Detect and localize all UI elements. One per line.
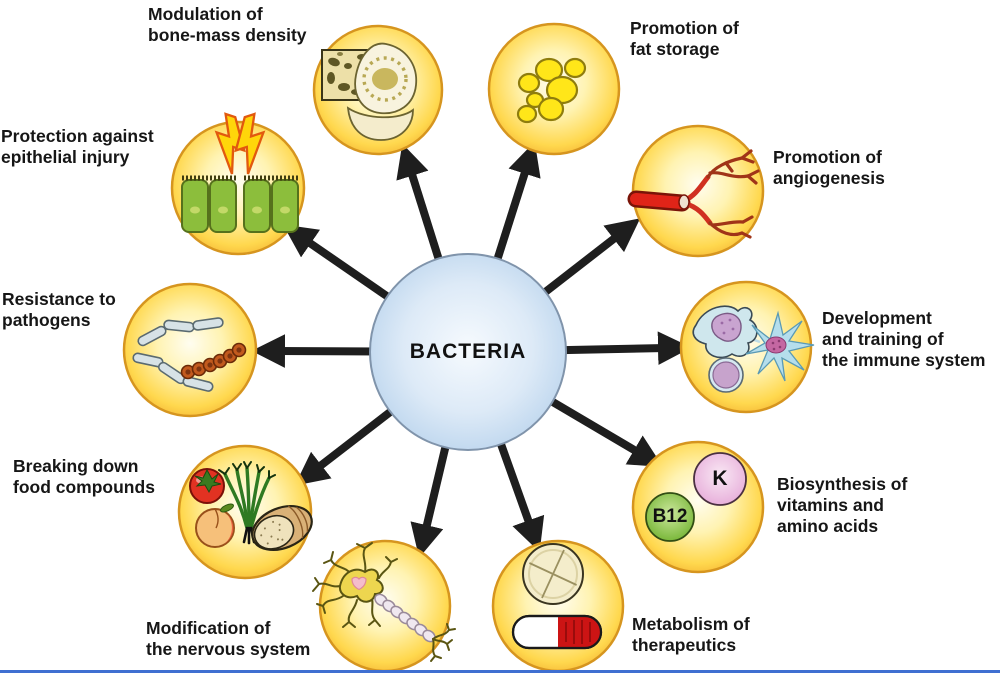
immune-cells-icon: [692, 305, 815, 393]
label-therapeutics: Metabolism of therapeutics: [632, 614, 750, 655]
food-icon: [189, 461, 313, 551]
label-fat: Promotion of fat storage: [630, 18, 739, 59]
label-epithelial: Protection against epithelial injury: [1, 126, 154, 167]
label-pathogens: Resistance to pathogens: [2, 289, 116, 330]
blood-vessel-icon: [627, 149, 760, 239]
label-food: Breaking down food compounds: [13, 456, 155, 497]
bacteria-center-circle: [369, 253, 567, 451]
vitamin-badges-icon: [645, 452, 747, 542]
pills-icon: [511, 543, 603, 650]
vitamin-b12-badge-label: B12: [652, 506, 688, 527]
neuron-icon: [312, 542, 456, 662]
node-circle-fat: [487, 22, 621, 156]
label-angiogenesis: Promotion of angiogenesis: [773, 147, 885, 188]
vitamin-k-badge-label: K: [712, 467, 728, 490]
node-circle-bone: [312, 24, 444, 156]
node-circle-nervous: [312, 539, 456, 673]
label-bone: Modulation of bone-mass density: [148, 4, 307, 45]
epithelial-cells-icon: [181, 112, 299, 233]
bottom-border-line: [0, 670, 1000, 673]
label-vitamins: Biosynthesis of vitamins and amino acids: [777, 474, 908, 536]
node-circle-epithelial: [170, 112, 306, 256]
bacteria-label: BACTERIA: [409, 340, 527, 363]
bone-icon: [321, 42, 418, 141]
node-circle-vitamins: [631, 440, 765, 574]
node-circle-pathogens: [122, 282, 258, 418]
node-circle-food: [177, 444, 313, 580]
lightning-bolt-icon: [214, 112, 266, 175]
node-circle-therapeutics: [491, 539, 625, 673]
pathogen-bacteria-icon: [132, 317, 247, 392]
node-circle-immune: [679, 280, 815, 414]
fat-cells-icon: [516, 57, 587, 124]
label-immune: Development and training of the immune s…: [822, 308, 986, 370]
node-circle-angiogenesis: [627, 124, 765, 258]
label-nervous: Modification of the nervous system: [146, 618, 311, 659]
